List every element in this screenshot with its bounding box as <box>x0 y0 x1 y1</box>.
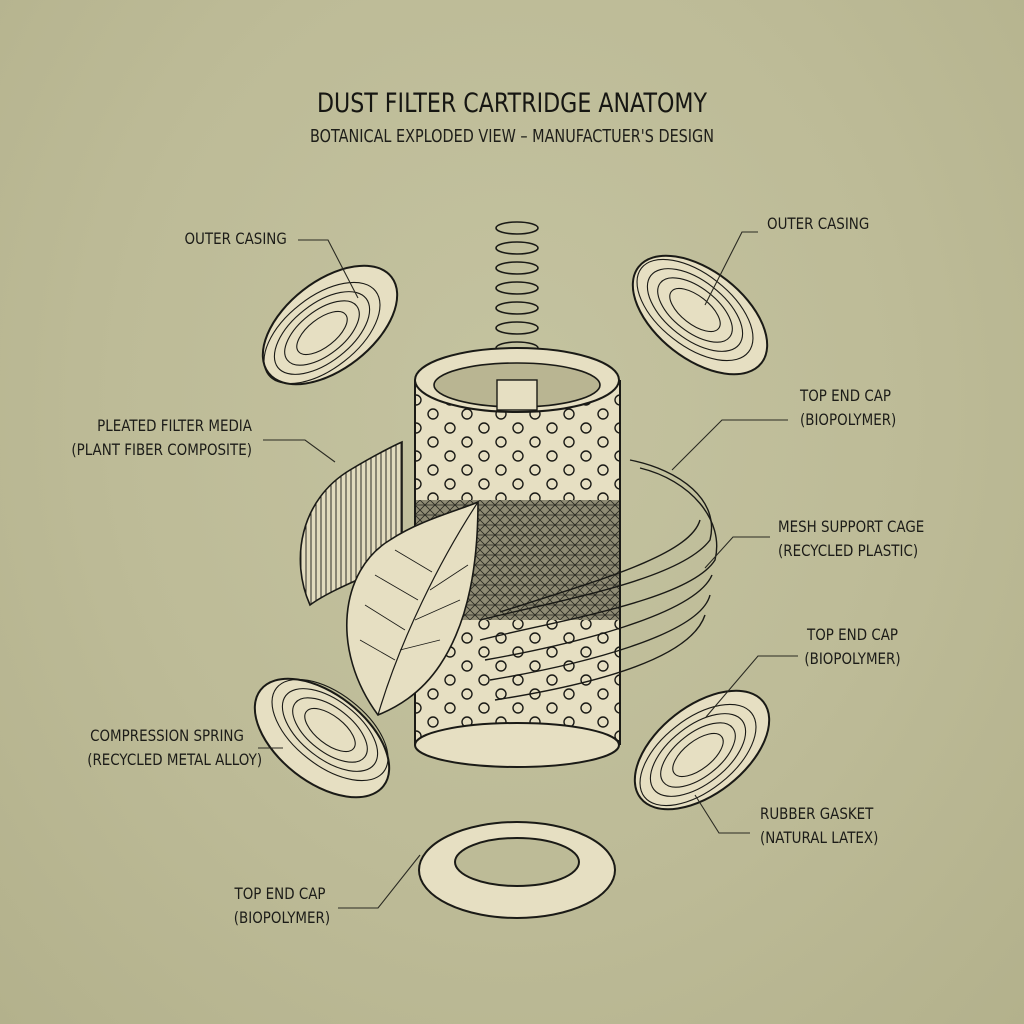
label-top-end-cap-mid: TOP END CAP (BIOPOLYMER) <box>804 625 901 668</box>
outer-casing-disc-right <box>631 254 769 376</box>
leader-lines <box>258 231 798 909</box>
page-title: DUST FILTER CARTRIDGE ANATOMY <box>316 88 708 119</box>
label-top-end-cap-upper: TOP END CAP (BIOPOLYMER) <box>800 386 897 429</box>
label-rubber-gasket: RUBBER GASKET (NATURAL LATEX) <box>760 804 879 847</box>
leaf-icon <box>346 500 479 716</box>
rubber-gasket-disc <box>633 689 771 811</box>
label-top-end-cap-bottom: TOP END CAP (BIOPOLYMER) <box>233 884 331 927</box>
label-outer-casing-right: OUTER CASING <box>767 214 870 233</box>
gasket-ring-icon <box>418 821 616 919</box>
outer-casing-disc-left <box>261 264 399 386</box>
compression-spring-disc <box>253 677 391 799</box>
label-compression-spring: COMPRESSION SPRING (RECYCLED METAL ALLOY… <box>87 726 263 769</box>
label-outer-casing-left: OUTER CASING <box>184 229 287 248</box>
page-subtitle: BOTANICAL EXPLODED VIEW – MANUFACTUER'S … <box>310 126 714 147</box>
twig-cage-icon <box>479 459 718 701</box>
label-pleated-filter-media: PLEATED FILTER MEDIA (PLANT FIBER COMPOS… <box>71 416 252 459</box>
label-mesh-support-cage: MESH SUPPORT CAGE (RECYCLED PLASTIC) <box>778 517 925 560</box>
